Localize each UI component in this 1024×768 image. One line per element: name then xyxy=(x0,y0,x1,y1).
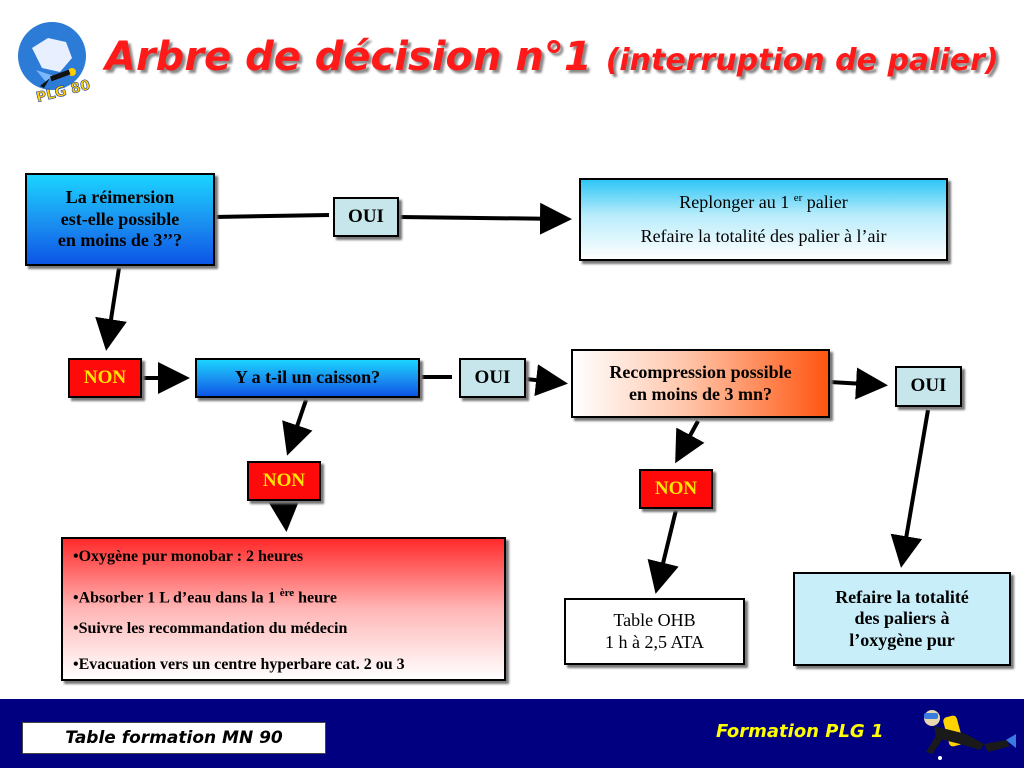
non-box-1: NON xyxy=(68,358,142,398)
arrow-q2-non2 xyxy=(282,399,313,456)
table-ohb-box: Table OHB 1 h à 2,5 ATA xyxy=(564,598,745,665)
question-recompression-box: Recompression possible en moins de 3 mn? xyxy=(571,349,830,418)
arrow-oui2-q3 xyxy=(525,364,568,397)
instruction-oxygene: •Oxygène pur monobar : 2 heures xyxy=(73,548,304,565)
question-reimmersion-box: La réimersion est-elle possible en moins… xyxy=(25,173,215,266)
replonger-line2: Refaire la totalité des palier à l’air xyxy=(640,225,887,246)
arrow-oui1-replonger xyxy=(399,202,572,235)
arrow-q1-oui1 xyxy=(213,213,330,219)
oui-box-2: OUI xyxy=(459,358,526,398)
oui-box-1: OUI xyxy=(333,197,399,237)
plg80-logo: PLG 80 xyxy=(18,22,92,102)
arrow-q1-non1 xyxy=(95,267,127,351)
instruction-absorber: •Absorber 1 L d’eau dans la 1 ère heure xyxy=(73,587,337,607)
question-caisson-box: Y a t-il un caisson? xyxy=(195,358,420,398)
replonger-line1: Replonger au 1 er palier xyxy=(679,191,848,212)
title-main: Arbre de décision n°1 xyxy=(105,34,592,80)
diver-icon xyxy=(924,710,1016,760)
refaire-oxygene-box: Refaire la totalité des paliers à l’oxyg… xyxy=(793,572,1011,666)
footer-table-label: Table formation MN 90 xyxy=(22,722,326,754)
replonger-box: Replonger au 1 er palier Refaire la tota… xyxy=(579,178,948,261)
non-box-3: NON xyxy=(639,469,713,509)
arrow-non2-bullets xyxy=(267,498,300,532)
arrow-q3-non3 xyxy=(675,420,705,464)
instruction-medecin: •Suivre les recommandation du médecin xyxy=(73,620,348,637)
page-title: Arbre de décision n°1 (interruption de pa… xyxy=(105,34,999,80)
oui-box-3: OUI xyxy=(895,366,962,407)
arrow-oui3-refaire xyxy=(890,409,930,568)
footer-formation-label: Formation PLG 1 xyxy=(716,721,884,742)
arrow-q3-oui3 xyxy=(829,367,888,400)
title-sub: (interruption de palier) xyxy=(605,43,999,78)
non-box-2: NON xyxy=(247,461,321,501)
footer-bar: Table formation MN 90 Formation PLG 1 xyxy=(0,699,1024,768)
arrow-non3-ohb xyxy=(647,509,679,594)
instruction-evacuation: •Evacuation vers un centre hyperbare cat… xyxy=(73,656,405,673)
diver-icon xyxy=(40,68,76,88)
oxygen-instructions-box: •Oxygène pur monobar : 2 heures •Absorbe… xyxy=(61,537,506,681)
